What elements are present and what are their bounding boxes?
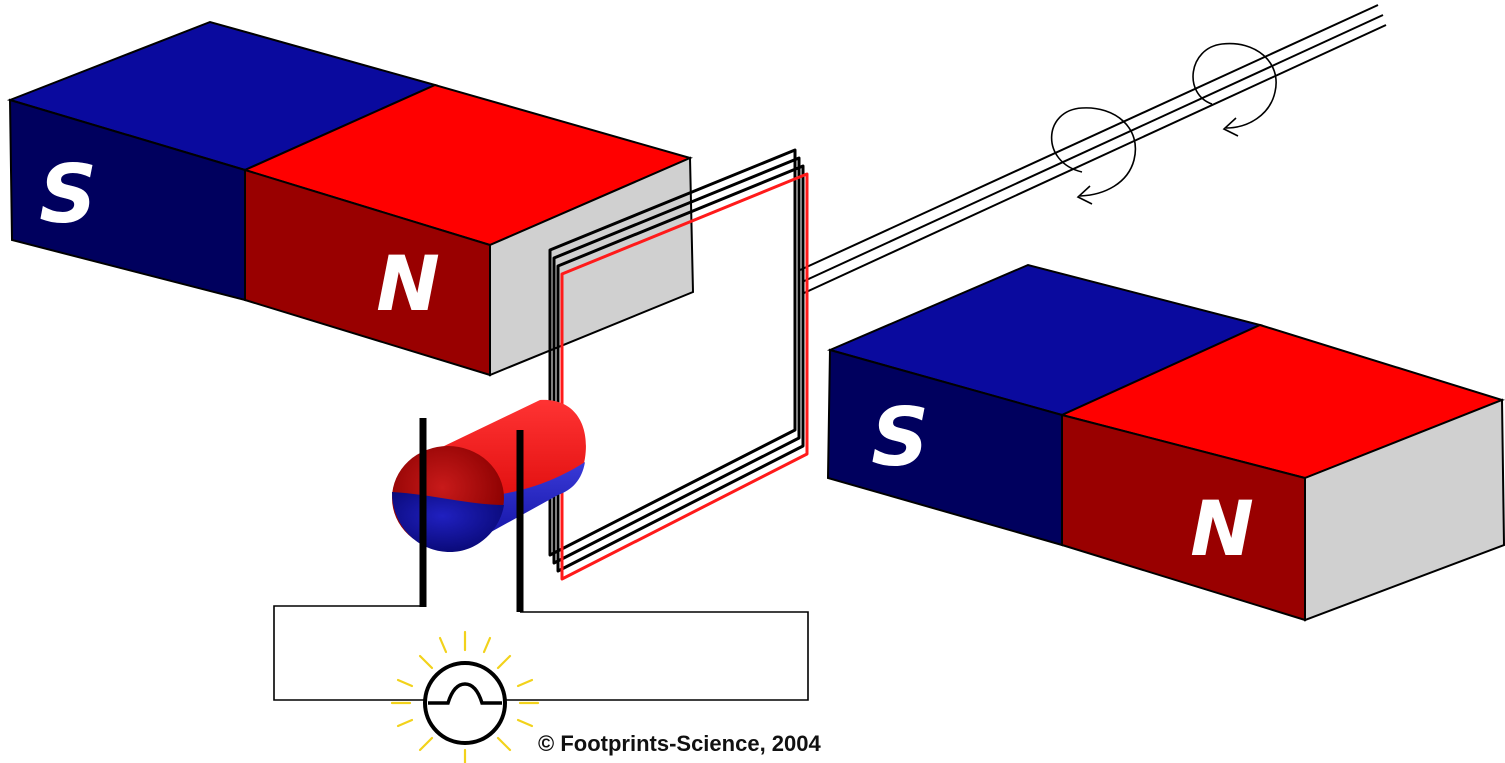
bulb-glow-rays bbox=[390, 630, 540, 763]
rotation-arrow-icon bbox=[1050, 107, 1137, 205]
left-magnet-south-label: S bbox=[39, 148, 97, 241]
external-circuit-wire bbox=[273, 605, 809, 701]
bulb-circle bbox=[423, 661, 507, 745]
right-magnet-end-face bbox=[1304, 398, 1505, 622]
rotation-arrow-icon bbox=[1192, 42, 1277, 137]
left-magnet-north-label: N bbox=[376, 239, 440, 328]
right-bar-magnet: S N bbox=[826, 263, 1505, 622]
right-magnet-north-label: N bbox=[1190, 484, 1254, 573]
right-magnet-south-label: S bbox=[871, 391, 929, 484]
copyright-credit: © Footprints-Science, 2004 bbox=[538, 731, 821, 756]
slip-ring-cylinder bbox=[392, 399, 586, 612]
bulb-filament bbox=[428, 682, 502, 705]
light-bulb-icon bbox=[390, 630, 540, 763]
left-bar-magnet: S N bbox=[6, 20, 695, 377]
rotation-axle bbox=[799, 4, 1387, 294]
